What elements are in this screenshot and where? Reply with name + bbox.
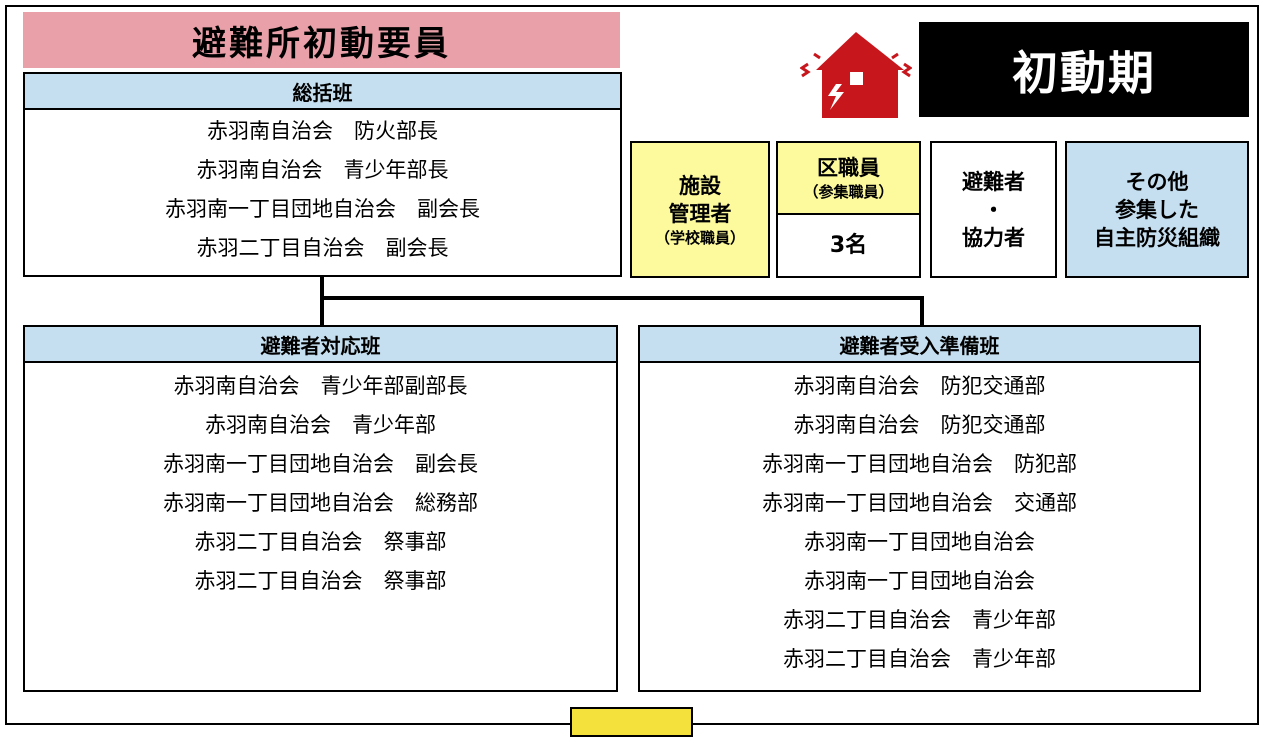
member: 赤羽二丁目自治会 祭事部 xyxy=(194,569,447,593)
facility-sub: （学校職員） xyxy=(654,228,745,247)
evacuees-box: 避難者 ・ 協力者 xyxy=(930,141,1057,278)
member: 赤羽二丁目自治会 祭事部 xyxy=(194,530,447,554)
member: 赤羽南自治会 青少年部副部長 xyxy=(173,374,468,398)
reception-team-box: 避難者受入準備班 赤羽南自治会 防犯交通部 赤羽南自治会 防犯交通部 赤羽南一丁… xyxy=(638,325,1201,692)
reception-team-members: 赤羽南自治会 防犯交通部 赤羽南自治会 防犯交通部 赤羽南一丁目団地自治会 防犯… xyxy=(640,363,1199,679)
member: 赤羽南一丁目団地自治会 交通部 xyxy=(762,491,1077,515)
member: 赤羽南一丁目団地自治会 防犯部 xyxy=(762,452,1077,476)
evacuees-line2: ・ xyxy=(983,197,1004,222)
evacuees-line3: 協力者 xyxy=(962,225,1025,250)
evacuee-team-box: 避難者対応班 赤羽南自治会 青少年部副部長 赤羽南自治会 青少年部 赤羽南一丁目… xyxy=(23,325,618,692)
ward-staff-name: 区職員 xyxy=(817,156,880,180)
facility-line1: 施設 xyxy=(679,173,721,198)
facility-manager-box: 施設 管理者 （学校職員） xyxy=(630,141,770,278)
earthquake-house-icon xyxy=(800,32,912,118)
ward-staff-box: 区職員 （参集職員） 3名 xyxy=(776,141,921,278)
evacuee-team-header: 避難者対応班 xyxy=(25,327,616,363)
other-line3: 自主防災組織 xyxy=(1094,225,1220,250)
member: 赤羽南一丁目団地自治会 xyxy=(804,569,1035,593)
ward-staff-count-cell: 3名 xyxy=(778,215,919,276)
connector-line xyxy=(320,296,924,300)
general-team-header: 総括班 xyxy=(25,74,620,110)
phase-label: 初動期 xyxy=(919,22,1249,117)
member: 赤羽南自治会 防犯交通部 xyxy=(793,374,1046,398)
member: 赤羽南自治会 防犯交通部 xyxy=(793,413,1046,437)
facility-line2: 管理者 xyxy=(668,201,732,226)
other-orgs-box: その他 参集した 自主防災組織 xyxy=(1065,141,1249,278)
general-team-box: 総括班 赤羽南自治会 防火部長 赤羽南自治会 青少年部長 赤羽南一丁目団地自治会… xyxy=(23,72,622,277)
member: 赤羽南一丁目団地自治会 総務部 xyxy=(163,491,478,515)
ward-staff-sub: （参集職員） xyxy=(803,183,894,201)
member: 赤羽南一丁目団地自治会 副会長 xyxy=(163,452,478,476)
member: 赤羽二丁目自治会 青少年部 xyxy=(783,608,1056,632)
connector-line xyxy=(320,277,324,325)
general-team-members: 赤羽南自治会 防火部長 赤羽南自治会 青少年部長 赤羽南一丁目団地自治会 副会長… xyxy=(25,110,620,268)
ward-staff-head: 区職員 （参集職員） xyxy=(778,143,919,215)
member: 赤羽二丁目自治会 副会長 xyxy=(196,236,449,260)
member: 赤羽南一丁目団地自治会 xyxy=(804,530,1035,554)
bottom-marker xyxy=(570,707,693,737)
member: 赤羽南自治会 青少年部長 xyxy=(196,158,449,182)
member: 赤羽南自治会 青少年部 xyxy=(205,413,436,437)
evacuees-line1: 避難者 xyxy=(962,169,1025,194)
other-line1: その他 xyxy=(1125,169,1189,194)
member: 赤羽南一丁目団地自治会 副会長 xyxy=(165,197,480,221)
reception-team-header: 避難者受入準備班 xyxy=(640,327,1199,363)
member: 赤羽二丁目自治会 青少年部 xyxy=(783,647,1056,671)
ward-staff-count: 3名 xyxy=(829,232,868,258)
connector-line xyxy=(920,296,924,325)
evacuee-team-members: 赤羽南自治会 青少年部副部長 赤羽南自治会 青少年部 赤羽南一丁目団地自治会 副… xyxy=(25,363,616,601)
diagram-title: 避難所初動要員 xyxy=(23,12,620,68)
other-line2: 参集した xyxy=(1115,197,1199,222)
member: 赤羽南自治会 防火部長 xyxy=(207,119,438,143)
